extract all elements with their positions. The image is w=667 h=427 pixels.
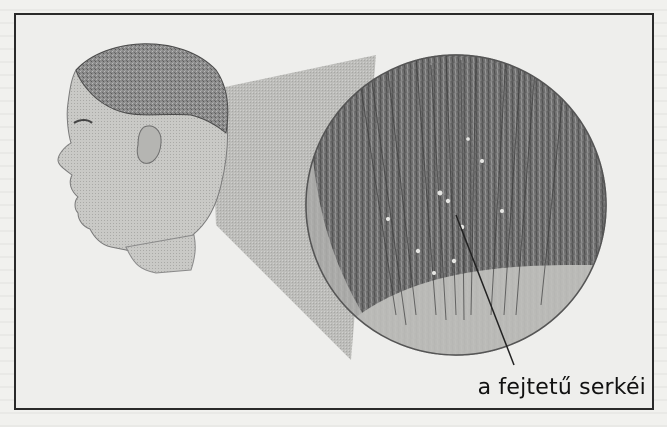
figure-caption: a fejtetű serkéi [478,375,646,400]
figure-frame: a fejtetű serkéi [14,13,654,410]
head-lice-illustration [16,15,652,408]
